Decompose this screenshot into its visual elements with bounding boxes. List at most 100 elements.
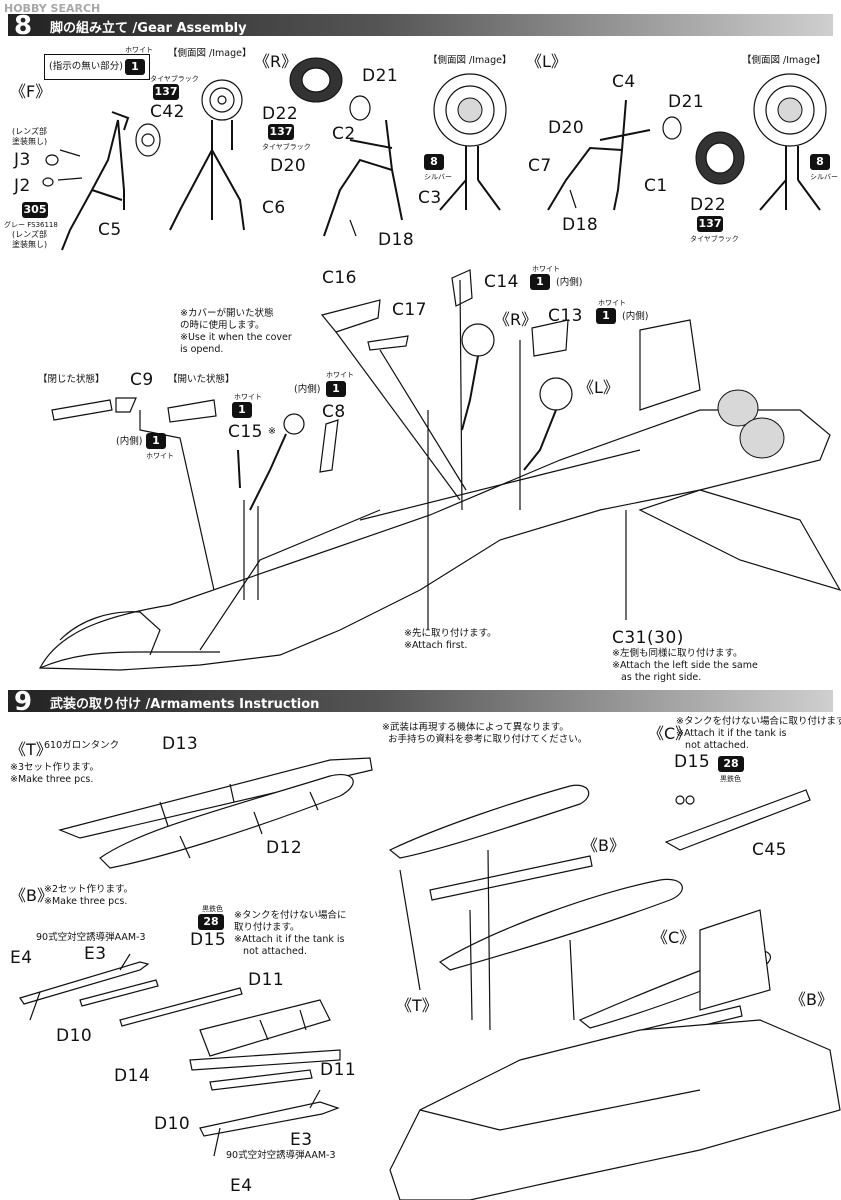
front-gear-side-image	[169, 79, 245, 231]
lens-note-2: (レンズ部 塗装無し)	[12, 230, 48, 249]
c13-color-label: ホワイト	[598, 299, 626, 307]
right-gear-drawing	[289, 57, 507, 237]
part-d20-r: D20	[270, 156, 307, 176]
inner-color-label: ホワイト	[146, 452, 174, 460]
step-title: 脚の組み立て /Gear Assembly	[50, 21, 247, 36]
pylon-c-drawing	[664, 789, 811, 851]
front-tire-color-label: タイヤブラック	[150, 75, 199, 83]
part-c1-l: C1	[644, 176, 668, 196]
missile-note: ※2セット作ります。 ※Make three pcs.	[44, 884, 134, 907]
paint-indicator-box: (指示の無い部分) ホワイト 1	[44, 46, 153, 80]
part-c45: C45	[752, 840, 788, 860]
part-c9: C9	[130, 370, 154, 390]
c14-color-label: ホワイト	[532, 265, 560, 273]
assembly-t-mark: 《T》	[396, 996, 438, 1015]
part-e4-bottom: E4	[230, 1176, 253, 1196]
part-c17: C17	[392, 300, 428, 320]
indicator-label: (指示の無い部分)	[49, 61, 123, 72]
part-c4-l: C4	[612, 72, 636, 92]
part-c6-r: C6	[262, 198, 286, 218]
c13-color-code: 1	[596, 308, 616, 324]
part-c8: C8	[322, 402, 346, 422]
part-j2: J2	[14, 176, 31, 196]
part-d20-l: D20	[548, 118, 585, 138]
part-d18-l: D18	[562, 215, 599, 235]
indicator-color-label: ホワイト	[125, 46, 153, 54]
left-tire-color-label: タイヤブラック	[690, 235, 739, 243]
b-tank-note: ※タンクを付けない場合に 取り付けます。 ※Attach it if the t…	[234, 910, 347, 957]
part-d18-r: D18	[378, 230, 415, 250]
front-gear-strut	[42, 111, 161, 251]
lens-note-1: (レンズ部 塗装無し)	[12, 127, 48, 146]
image-label-front: 【側面図 /Image】	[168, 48, 252, 59]
part-e4-top: E4	[10, 948, 33, 968]
part-c14: C14	[484, 272, 520, 292]
part-j3: J3	[14, 150, 31, 170]
gear-parts-drawing	[42, 57, 827, 251]
part-d11-top: D11	[248, 970, 285, 990]
open-color-code: 1	[232, 402, 252, 418]
missile-drawing-bottom	[189, 1049, 341, 1157]
part-d14: D14	[114, 1066, 151, 1086]
assembly-b-mark-1: 《B》	[582, 836, 625, 855]
cover-note: ※カバーが開いた状態 の時に使用します。 ※Use it when the co…	[180, 308, 292, 355]
tank-mark: 《T》	[10, 740, 52, 759]
assembly-arrows	[139, 279, 627, 630]
part-d21-l: D21	[668, 92, 705, 112]
part-c2-r: C2	[332, 124, 356, 144]
part-c5: C5	[98, 220, 122, 240]
armament-drawing	[19, 757, 841, 1200]
indicator-code: 1	[125, 59, 145, 75]
assembly-l-mark: 《L》	[578, 378, 619, 397]
right-tire-color-code: 137	[268, 124, 294, 140]
part-d13: D13	[162, 734, 199, 754]
aircraft-gear-assembly-drawing	[39, 269, 841, 671]
pylon-note: ※タンクを付けない場合に取り付けます。 ※Attach it if the ta…	[676, 716, 841, 751]
step-title: 武装の取り付け /Armaments Instruction	[50, 697, 320, 712]
watermark: HOBBY SEARCH	[4, 2, 101, 15]
left-same-note: ※左側も同様に取り付けます。 ※Attach the left side the…	[612, 648, 758, 683]
open-color-label: ホワイト	[234, 393, 262, 401]
assembly-b-mark-2: 《B》	[790, 990, 833, 1009]
part-c42: C42	[150, 102, 186, 122]
part-d22-r: D22	[262, 104, 299, 124]
part-d15-b: D15	[190, 930, 227, 950]
inner-color-code: 1	[146, 433, 166, 449]
part-c16: C16	[322, 268, 358, 288]
missile-label-top: 90式空対空誘導弾AAM-3	[36, 932, 146, 943]
part-d11-bottom: D11	[320, 1060, 357, 1080]
left-gear-drawing	[547, 73, 827, 211]
part-c3-r: C3	[418, 188, 442, 208]
c8-side: (内側)	[294, 384, 321, 395]
left-tire-color-code: 137	[697, 216, 723, 232]
part-d12: D12	[266, 838, 303, 858]
missile-drawing-top	[19, 953, 331, 1057]
armament-aircraft-drawing	[388, 784, 841, 1200]
left-silver-label: シルバー	[810, 173, 838, 181]
c8-color-label: ホワイト	[326, 371, 354, 379]
b-color-label: 黒鉄色	[202, 905, 223, 913]
right-tire-color-label: タイヤブラック	[262, 143, 311, 151]
part-c31: C31(30)	[612, 628, 684, 648]
right-gear-mark: 《R》	[254, 52, 298, 71]
image-label-right: 【側面図 /Image】	[428, 55, 512, 66]
missile-label-bottom: 90式空対空誘導弾AAM-3	[226, 1150, 336, 1161]
c14-side: (内側)	[556, 277, 583, 288]
left-gear-mark: 《L》	[526, 52, 567, 71]
b-color-code: 28	[198, 914, 224, 930]
armament-note: ※武装は再現する機体によって異なります。 お手持ちの資料を参考に取り付けてくださ…	[382, 722, 588, 745]
assembly-c-mark: 《C》	[652, 928, 696, 947]
part-d15-c: D15	[674, 752, 711, 772]
right-silver-label: シルバー	[424, 173, 452, 181]
front-gear-mark: 《F》	[10, 82, 52, 101]
part-e3-top: E3	[84, 944, 107, 964]
inner-label: (内側)	[116, 436, 143, 447]
missile-mark: 《B》	[10, 886, 53, 905]
attach-first-note: ※先に取り付けます。 ※Attach first.	[404, 628, 497, 651]
part-d10-bottom: D10	[154, 1114, 191, 1134]
pylon-mark: 《C》	[648, 724, 692, 743]
left-silver-code: 8	[810, 154, 830, 170]
part-e3-bottom: E3	[290, 1130, 313, 1150]
tank-note: ※3セット作ります。 ※Make three pcs.	[10, 762, 100, 785]
